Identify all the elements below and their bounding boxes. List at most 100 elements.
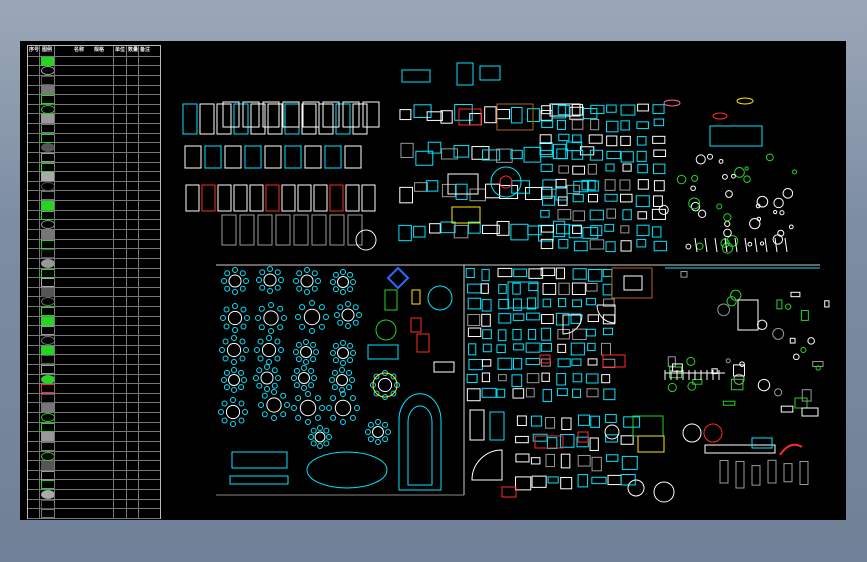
fixture-block[interactable]	[627, 479, 645, 497]
sofa-block[interactable]	[523, 146, 542, 163]
fixture-block[interactable]	[515, 435, 529, 444]
wardrobe-block[interactable]	[322, 101, 340, 128]
figure-line[interactable]	[714, 237, 718, 253]
fixture-block[interactable]	[530, 457, 541, 465]
chair-block[interactable]	[587, 193, 599, 203]
chair-block[interactable]	[271, 382, 278, 389]
sofa-block[interactable]	[454, 104, 473, 121]
bed-block[interactable]	[216, 103, 232, 135]
chair-block[interactable]	[526, 373, 540, 384]
round-table-block[interactable]	[300, 274, 314, 288]
door-swing-block[interactable]	[596, 304, 616, 324]
cabinet-block[interactable]	[257, 214, 273, 246]
chair-block[interactable]	[349, 395, 356, 402]
round-table-block[interactable]	[341, 308, 355, 322]
chair-block[interactable]	[218, 409, 224, 415]
wardrobe-block[interactable]	[362, 101, 380, 128]
plant-block[interactable]	[690, 185, 696, 192]
plant-block[interactable]	[667, 382, 677, 393]
sofa-block[interactable]	[471, 146, 490, 160]
chair-block[interactable]	[299, 323, 306, 330]
chair-block[interactable]	[293, 278, 299, 284]
cabinet-block[interactable]	[275, 214, 291, 246]
chair-block[interactable]	[482, 329, 492, 340]
round-table-block[interactable]	[337, 347, 349, 359]
chair-block[interactable]	[299, 304, 306, 311]
appliance-block[interactable]	[669, 366, 683, 379]
sofa-block[interactable]	[401, 69, 431, 83]
sofa-block[interactable]	[456, 62, 474, 86]
fixture-block[interactable]	[545, 417, 556, 429]
chair-block[interactable]	[266, 359, 272, 365]
sofa-block[interactable]	[429, 223, 441, 234]
chair-block[interactable]	[223, 384, 230, 391]
chair-block[interactable]	[349, 377, 355, 383]
plant-block[interactable]	[800, 346, 807, 354]
curtain-block[interactable]	[735, 460, 745, 489]
wardrobe-block[interactable]	[342, 101, 360, 128]
plant-block[interactable]	[815, 365, 821, 371]
fixture-block[interactable]	[591, 456, 602, 472]
sofa-block[interactable]	[425, 180, 439, 192]
fixture-block[interactable]	[623, 416, 641, 428]
chair-block[interactable]	[340, 419, 346, 425]
chair-block[interactable]	[603, 388, 616, 401]
chair-block[interactable]	[274, 338, 281, 345]
sofa-block[interactable]	[415, 150, 434, 166]
fixture-block[interactable]	[577, 474, 589, 488]
chair-block[interactable]	[587, 314, 600, 322]
chair-block[interactable]	[526, 297, 537, 310]
chair-block[interactable]	[497, 329, 507, 342]
chair-block[interactable]	[573, 240, 588, 252]
chair-block[interactable]	[525, 342, 541, 353]
chair-block[interactable]	[570, 313, 582, 324]
chair-block[interactable]	[589, 239, 605, 250]
figure-line[interactable]	[744, 237, 748, 253]
appliance-block[interactable]	[730, 378, 744, 391]
plant-block[interactable]	[721, 242, 734, 254]
chair-block[interactable]	[284, 402, 290, 408]
chair-block[interactable]	[347, 286, 354, 293]
sofa-block[interactable]	[568, 224, 582, 239]
chair-block[interactable]	[243, 278, 249, 284]
chair-block[interactable]	[222, 338, 229, 345]
chair-block[interactable]	[604, 193, 618, 202]
chair-block[interactable]	[481, 372, 491, 383]
plant-block[interactable]	[773, 209, 778, 215]
fixture-block[interactable]	[632, 415, 664, 437]
chair-block[interactable]	[304, 267, 310, 273]
chair-block[interactable]	[295, 356, 302, 363]
chair-block[interactable]	[513, 357, 523, 370]
dining-table-block[interactable]	[433, 361, 455, 373]
oval-table-block[interactable]	[306, 451, 388, 489]
chair-block[interactable]	[375, 439, 381, 445]
chair-block[interactable]	[467, 314, 481, 327]
chair-block[interactable]	[238, 384, 245, 391]
decoration-block[interactable]	[712, 112, 728, 120]
chair-block[interactable]	[496, 388, 506, 398]
chair-block[interactable]	[511, 374, 523, 387]
chair-block[interactable]	[558, 239, 569, 249]
sofa-block[interactable]	[440, 110, 453, 124]
plant-block[interactable]	[756, 195, 769, 208]
chair-block[interactable]	[558, 298, 567, 308]
plant-block[interactable]	[726, 235, 739, 247]
figure-line[interactable]	[704, 237, 708, 253]
chair-block[interactable]	[635, 195, 650, 208]
chair-block[interactable]	[332, 342, 339, 349]
bed-block[interactable]	[244, 145, 262, 169]
chair-block[interactable]	[604, 223, 615, 232]
sofa-block[interactable]	[482, 149, 501, 161]
chair-block[interactable]	[653, 195, 663, 207]
chair-block[interactable]	[323, 427, 330, 434]
drawing-canvas[interactable]	[20, 41, 846, 520]
chair-block[interactable]	[232, 327, 238, 333]
chair-block[interactable]	[480, 283, 489, 294]
sofa-block[interactable]	[440, 221, 456, 234]
chair-block[interactable]	[588, 180, 599, 192]
chair-block[interactable]	[498, 284, 507, 294]
round-table-block[interactable]	[355, 229, 377, 251]
chair-block[interactable]	[637, 179, 649, 190]
chair-block[interactable]	[278, 347, 284, 353]
plant-block[interactable]	[724, 220, 731, 227]
